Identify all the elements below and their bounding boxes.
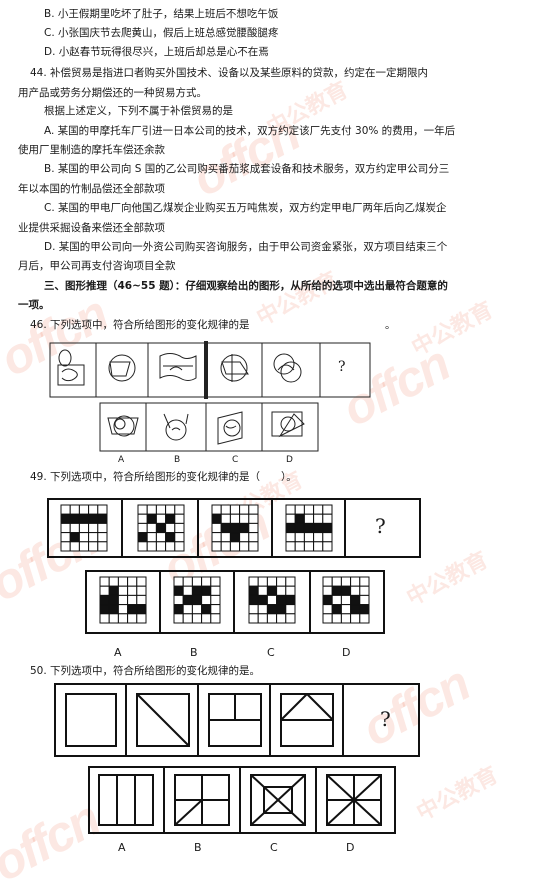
q46-option-b <box>163 413 189 441</box>
option-b-line: B. 某国的甲公司向 S 国的乙公司购买番茄浆成套设备和技术服务，双方约定甲公司… <box>44 163 450 175</box>
grid-cell <box>97 541 108 552</box>
q50-figure-1 <box>65 693 117 747</box>
option-label-c: C <box>267 646 275 659</box>
option-label-d: D <box>342 646 351 659</box>
q50-figure-2 <box>136 693 190 747</box>
q46-option-d <box>271 411 305 438</box>
option-label-b: B <box>194 841 202 854</box>
option-label-d: D <box>286 455 293 465</box>
q50-figure-4 <box>280 693 334 747</box>
grid-cell <box>359 613 370 624</box>
option-d-line: 月后，甲公司再支付咨询项目全款 <box>18 260 176 272</box>
q49-figure-1 <box>60 504 108 552</box>
option-label-c: C <box>270 841 278 854</box>
option-label-a: A <box>118 455 125 465</box>
grid-cell <box>136 613 147 624</box>
option-label-a: A <box>114 646 122 659</box>
q50-options-frame <box>88 766 396 834</box>
q46-figure-2 <box>108 354 136 382</box>
q46-figure-3 <box>159 353 197 381</box>
option-label-a: A <box>118 841 126 854</box>
question-46-stem: 。 <box>385 319 396 331</box>
option-c-line: C. 某国的甲电厂向他国乙煤炭企业购买五万吨焦炭，双方约定甲电厂两年后向乙煤炭企 <box>44 202 447 214</box>
option-line: C. 小张国庆节去爬黄山，假后上班总感觉腰酸腿疼 <box>44 27 279 39</box>
option-a-line: 使用厂里制造的摩托车偿还余款 <box>18 144 165 156</box>
option-line: B. 小王假期里吃坏了肚子，结果上班后不想吃午饭 <box>44 8 279 20</box>
q46-figure-5 <box>273 353 302 383</box>
q50-option-a <box>98 774 154 826</box>
option-label-c: C <box>232 455 239 465</box>
q49-figure-2 <box>137 504 185 552</box>
q50-question-mark: ? <box>380 707 391 731</box>
option-label-d: D <box>346 841 355 854</box>
q50-figure-3 <box>208 693 262 747</box>
grid-cell <box>322 541 333 552</box>
q50-option-c <box>250 774 306 826</box>
question-44-prompt: 根据上述定义，下列不属于补偿贸易的是 <box>44 105 233 117</box>
q49-option-b <box>173 576 221 624</box>
question-46-stem: 46. 下列选项中，符合所给图形的变化规律的是 <box>30 319 250 331</box>
option-label-b: B <box>190 646 198 659</box>
q49-option-d <box>322 576 370 624</box>
q49-question-mark: ? <box>375 514 386 538</box>
question-44-stem: 用产品或劳务分期偿还的一种贸易方式。 <box>18 87 207 99</box>
grid-cell <box>174 541 185 552</box>
q50-option-d <box>326 774 382 826</box>
q46-options-panel <box>99 402 319 452</box>
option-b-line: 年以本国的竹制品偿还全部款项 <box>18 183 165 195</box>
option-line: D. 小赵春节玩得很尽兴，上班后却总是心不在焉 <box>44 46 269 58</box>
q46-question-mark: ? <box>338 359 346 375</box>
q46-figure-4 <box>220 354 249 382</box>
q49-option-c <box>248 576 296 624</box>
q49-figure-4 <box>285 504 333 552</box>
option-label-b: B <box>174 455 181 465</box>
question-50-stem: 50. 下列选项中，符合所给图形的变化规律的是。 <box>30 665 261 677</box>
q49-option-a <box>99 576 147 624</box>
question-49-stem: 49. 下列选项中，符合所给图形的变化规律的是（ ）。 <box>30 471 297 483</box>
option-a-line: A. 某国的甲摩托车厂引进一日本公司的技术，双方约定该厂先支付 30% 的费用，… <box>44 125 456 137</box>
question-44-stem: 44. 补偿贸易是指进口者购买外国技术、设备以及某些原料的贷款，约定在一定期限内 <box>30 67 429 79</box>
q49-stem-frame <box>47 498 421 558</box>
q46-figure-1 <box>57 349 85 386</box>
grid-cell <box>210 613 221 624</box>
section-heading: 一项。 <box>18 299 50 311</box>
section-heading: 三、图形推理（46~55 题）：仔细观察给出的图形，从所给的选项中选出最符合题意… <box>44 280 448 292</box>
option-c-line: 业提供采掘设备来偿还全部款项 <box>18 222 165 234</box>
option-d-line: D. 某国的甲公司向一外资公司购买咨询服务，由于甲公司资金紧张，双方项目结束三个 <box>44 241 448 253</box>
q49-figure-3 <box>211 504 259 552</box>
q46-stem-panel <box>49 341 371 399</box>
grid-cell <box>285 613 296 624</box>
q46-option-c <box>217 411 243 445</box>
q50-option-b <box>174 774 230 826</box>
grid-cell <box>248 541 259 552</box>
q50-stem-frame <box>54 683 420 757</box>
q46-option-a <box>107 415 139 437</box>
